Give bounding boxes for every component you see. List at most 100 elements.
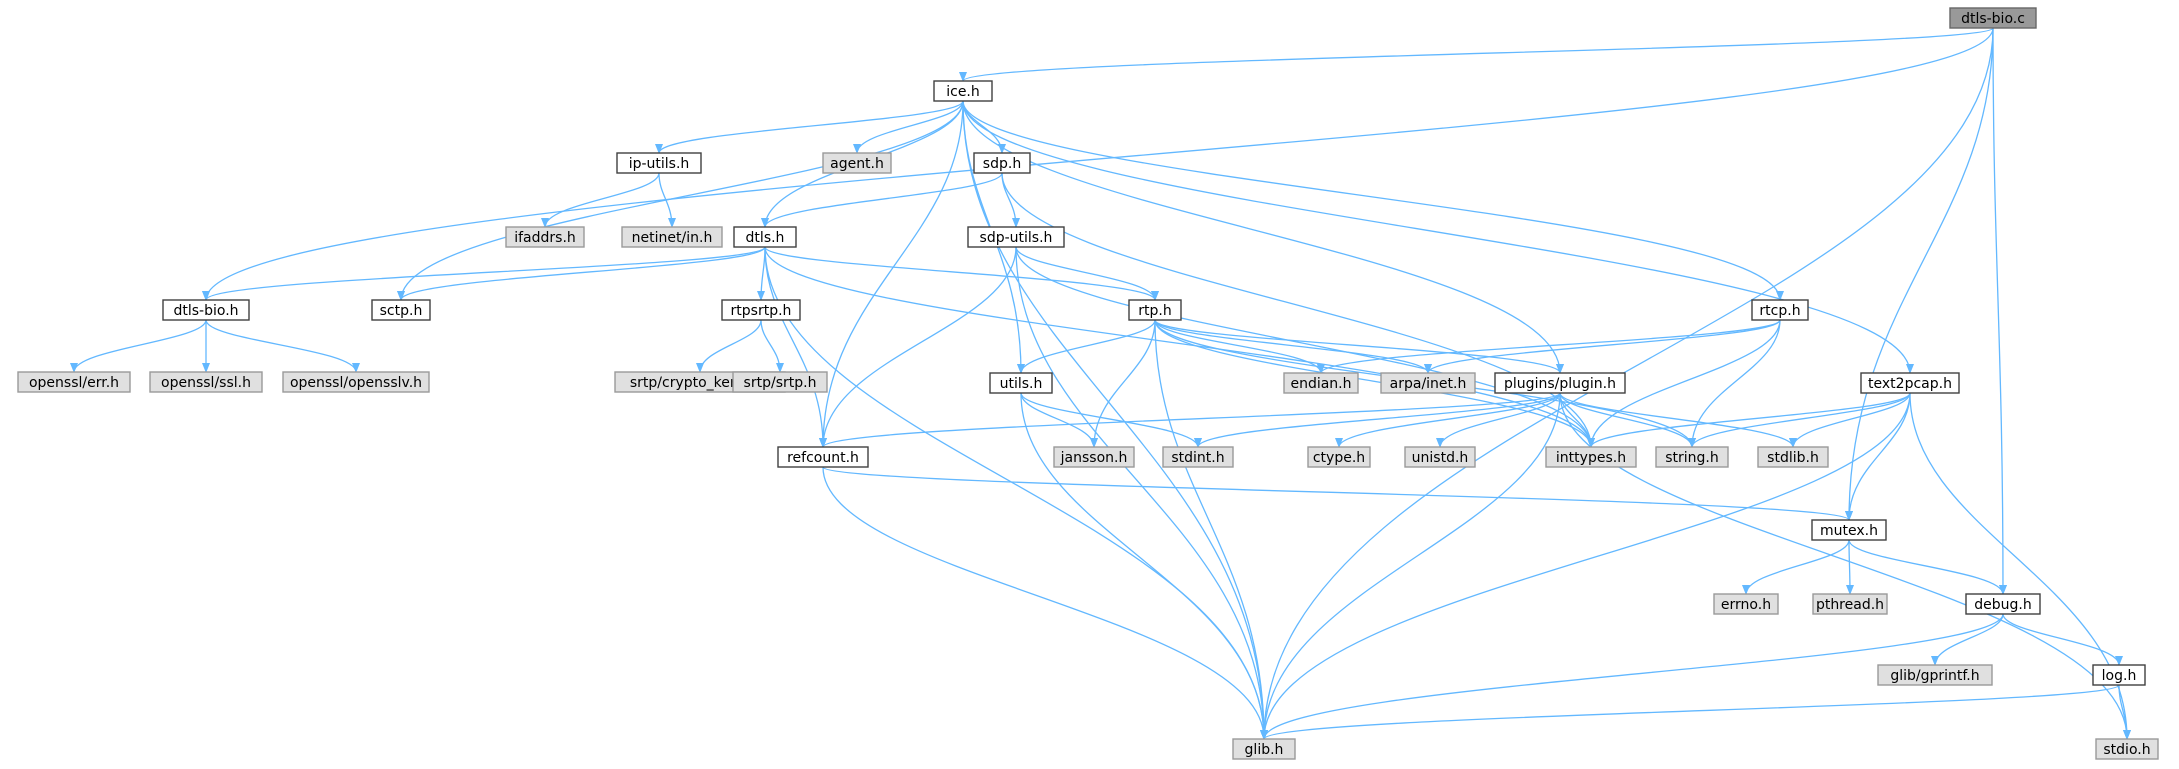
dependency-edge xyxy=(1688,392,1911,448)
node-dtls-bio-h[interactable]: dtls-bio.h xyxy=(162,299,250,321)
node-endian-h: endian.h xyxy=(1283,372,1359,394)
node-label: debug.h xyxy=(1974,597,2031,613)
dependency-edge xyxy=(761,172,1003,228)
edge-utils_h-to-glib_h xyxy=(1020,392,1268,740)
edge-dtls_bio_c-to-ice_h xyxy=(959,27,1994,82)
node-rtp-h[interactable]: rtp.h xyxy=(1128,299,1182,321)
edge-text2pcap_h-to-stdio_h xyxy=(1909,392,2131,740)
dependency-edge xyxy=(764,246,827,448)
edge-mutex_h-to-debug_h xyxy=(1848,539,2007,595)
dependency-edge xyxy=(853,100,964,154)
dependency-edge xyxy=(822,466,1853,521)
node-box xyxy=(621,226,723,248)
node-sctp-h[interactable]: sctp.h xyxy=(371,299,431,321)
dependency-edge xyxy=(1020,392,1268,740)
node-inttypes-h: inttypes.h xyxy=(1545,446,1637,468)
dependency-edge xyxy=(541,172,660,228)
node-sdp-utils-h[interactable]: sdp-utils.h xyxy=(967,226,1065,248)
dependency-edge xyxy=(962,100,1784,301)
node-text2pcap-h[interactable]: text2pcap.h xyxy=(1860,372,1960,394)
dependency-edge xyxy=(962,100,1914,374)
dependency-edge xyxy=(819,246,1017,448)
node-box xyxy=(967,226,1065,248)
node-mutex-h[interactable]: mutex.h xyxy=(1811,519,1887,541)
dependency-edge xyxy=(1020,392,1098,448)
node-utils-h[interactable]: utils.h xyxy=(989,372,1053,394)
node-sdp-h[interactable]: sdp.h xyxy=(973,152,1031,174)
dependency-edge xyxy=(1260,392,1911,740)
dependency-edge xyxy=(760,319,784,373)
dependency-edge xyxy=(1015,246,1595,448)
dependency-edge xyxy=(1845,27,1994,521)
node-dtls-h[interactable]: dtls.h xyxy=(733,226,797,248)
node-label: pthread.h xyxy=(1816,597,1884,613)
dependency-edge xyxy=(962,100,1564,374)
edge-plugins_plugin_h-to-string_h xyxy=(1559,392,1696,448)
dependency-edge xyxy=(658,172,676,228)
node-label: endian.h xyxy=(1290,376,1351,392)
node-label: log.h xyxy=(2102,668,2137,684)
node-refcount-h[interactable]: refcount.h xyxy=(777,446,869,468)
node-label: stdio.h xyxy=(2103,742,2150,758)
node-rtpsrtp-h[interactable]: rtpsrtp.h xyxy=(721,299,801,321)
edge-ice_h-to-ip_utils_h xyxy=(655,100,964,154)
edge-ip_utils_h-to-netinet_in_h xyxy=(658,172,676,228)
dependency-edge xyxy=(397,246,766,301)
dependency-edge xyxy=(1424,319,1781,374)
dependency-edge xyxy=(1260,613,2004,740)
node-srtp-srtp-h: srtp/srtp.h xyxy=(732,371,828,393)
edge-refcount_h-to-mutex_h xyxy=(822,466,1853,521)
dependency-edge xyxy=(764,246,1159,301)
node-plugins-plugin-h[interactable]: plugins/plugin.h xyxy=(1494,372,1626,394)
dependency-edge xyxy=(1260,27,1994,740)
node-stdlib-h: stdlib.h xyxy=(1757,446,1829,468)
node-stdio-h: stdio.h xyxy=(2095,738,2159,760)
node-box xyxy=(1965,593,2041,615)
node-rtcp-h[interactable]: rtcp.h xyxy=(1751,299,1809,321)
node-box xyxy=(933,80,993,102)
node-ip-utils-h[interactable]: ip-utils.h xyxy=(616,152,702,174)
node-label: ifaddrs.h xyxy=(514,230,576,246)
node-box xyxy=(822,152,892,174)
edge-plugins_plugin_h-to-stdlib_h xyxy=(1559,392,1797,448)
node-ice-h[interactable]: ice.h xyxy=(933,80,993,102)
edge-ice_h-to-agent_h xyxy=(853,100,964,154)
edge-dtls_h-to-rtpsrtp_h xyxy=(757,246,766,301)
edge-utils_h-to-stdint_h xyxy=(1020,392,1202,448)
dependency-edge xyxy=(1317,319,1781,374)
node-box xyxy=(505,226,585,248)
dependency-edge xyxy=(1020,392,1202,448)
edge-debug_h-to-glib_gprintf_h xyxy=(1931,613,2004,666)
edge-debug_h-to-glib_h xyxy=(1260,613,2004,740)
edge-rtp_h-to-endian_h xyxy=(1154,319,1325,374)
edge-refcount_h-to-glib_h xyxy=(822,466,1268,740)
node-label: sdp.h xyxy=(983,156,1021,172)
dependency-edge xyxy=(397,100,964,301)
node-debug-h[interactable]: debug.h xyxy=(1965,593,2041,615)
node-box xyxy=(1860,372,1960,394)
node-box xyxy=(1232,738,1296,760)
node-box xyxy=(1655,446,1729,468)
node-label: dtls-bio.c xyxy=(1961,11,2025,27)
edge-rtp_h-to-jansson_h xyxy=(1090,319,1156,448)
node-box xyxy=(1307,446,1371,468)
edge-dtls_h-to-refcount_h xyxy=(764,246,827,448)
node-label: srtp/srtp.h xyxy=(744,375,817,391)
node-dtls-bio-c[interactable]: dtls-bio.c xyxy=(1949,7,2037,29)
node-stdint-h: stdint.h xyxy=(1162,446,1234,468)
dependency-edge xyxy=(1436,392,1561,448)
node-label: sctp.h xyxy=(380,303,423,319)
edge-rtcp_h-to-string_h xyxy=(1688,319,1781,448)
node-box xyxy=(732,371,828,393)
node-box xyxy=(973,152,1031,174)
node-box xyxy=(1713,593,1779,615)
dependency-edge xyxy=(202,27,1994,301)
edge-ip_utils_h-to-ifaddrs_h xyxy=(541,172,660,228)
node-box xyxy=(371,299,431,321)
node-log-h[interactable]: log.h xyxy=(2092,664,2146,686)
edge-rtcp_h-to-arpa_inet_h xyxy=(1424,319,1781,374)
edge-sdp_h-to-dtls_h xyxy=(761,172,1003,228)
node-string-h: string.h xyxy=(1655,446,1729,468)
node-box xyxy=(149,371,263,393)
